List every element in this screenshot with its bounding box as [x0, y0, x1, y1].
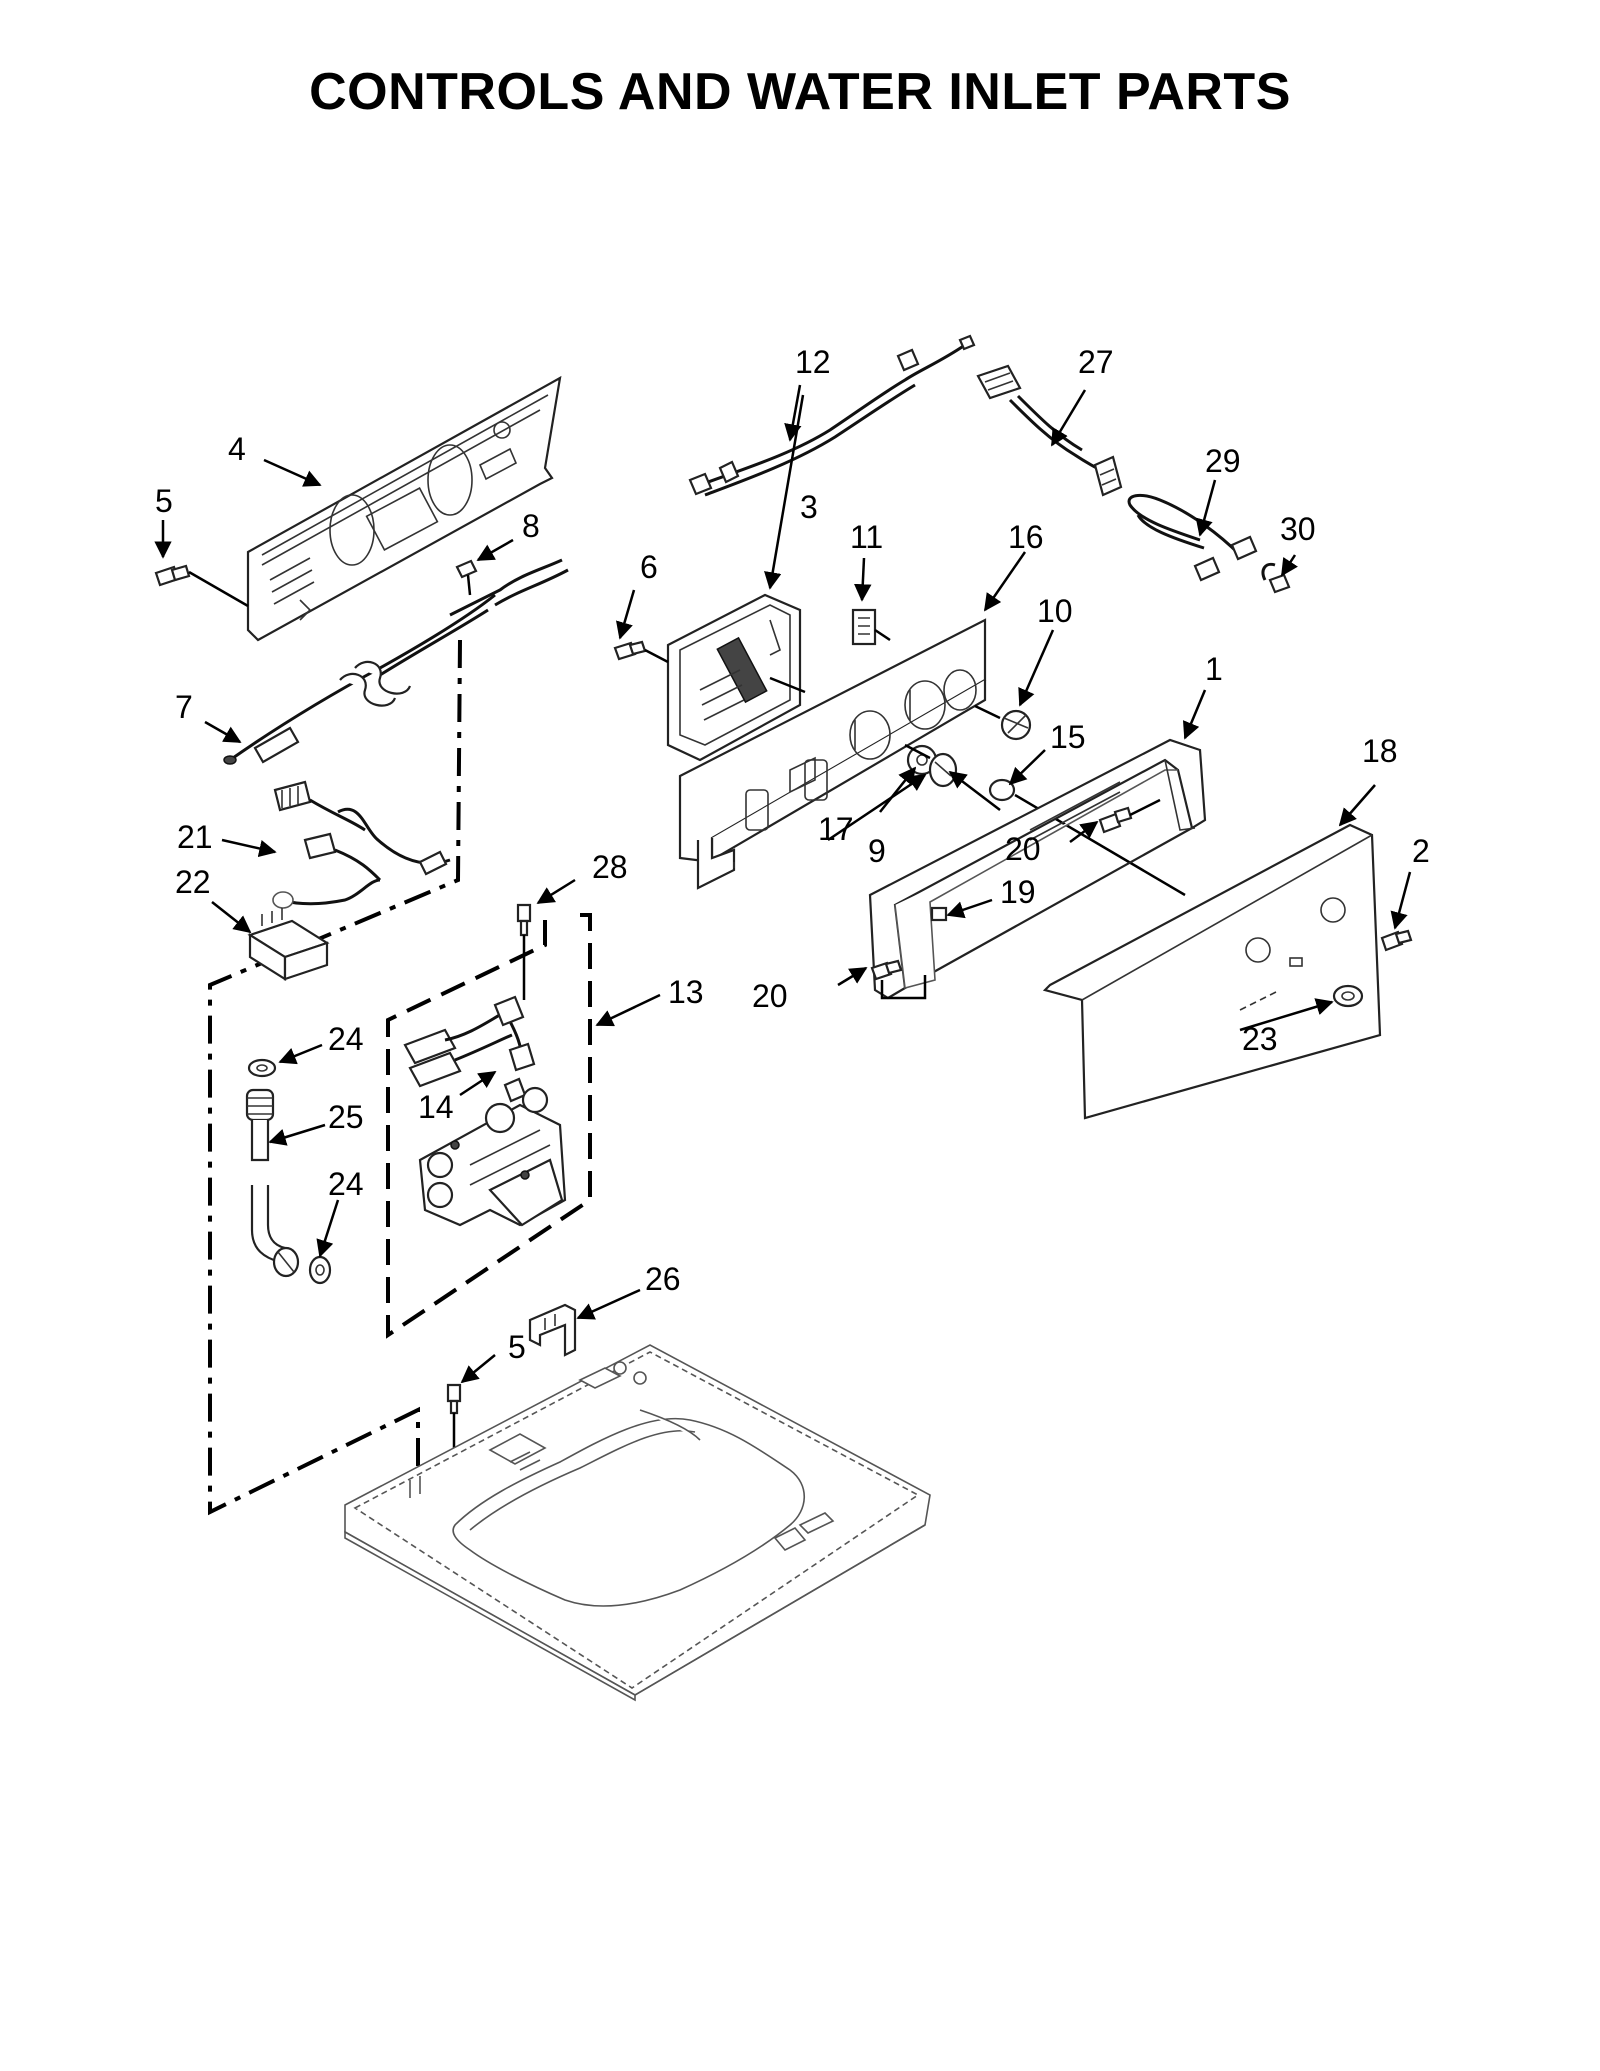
part-16-console	[678, 618, 987, 890]
part-24-washer-bottom	[308, 1255, 332, 1285]
callout-20-upper: 20	[1005, 831, 1041, 867]
callout-4: 4	[228, 431, 246, 467]
harness-route-line	[208, 639, 462, 1516]
callout-2: 2	[1412, 833, 1430, 869]
part-24-washer-top	[247, 1058, 277, 1078]
part-27-harness	[976, 364, 1123, 497]
callout-26: 26	[645, 1261, 681, 1297]
callout-3: 3	[800, 489, 818, 525]
part-30-connector	[1261, 562, 1291, 594]
callout-18: 18	[1362, 733, 1398, 769]
screw-5-top	[154, 564, 249, 608]
callout-21: 21	[177, 819, 213, 855]
part-11-switch	[851, 608, 891, 646]
callout-20-lower: 20	[752, 978, 788, 1014]
part-22-relay	[247, 908, 330, 981]
part-23-indicator-lens	[1332, 984, 1364, 1008]
part-28-screw	[516, 903, 532, 1000]
callout-29: 29	[1205, 443, 1241, 479]
callout-19: 19	[1000, 874, 1036, 910]
part-7-8-wire-harness	[223, 558, 569, 909]
water-inlet-valve	[418, 1086, 567, 1227]
part-13-valve-group-outline	[386, 913, 592, 1339]
callout-27: 27	[1078, 344, 1114, 380]
callout-9: 9	[868, 833, 886, 869]
part-26-bracket	[528, 1303, 577, 1357]
part-4-console-back-panel	[246, 375, 562, 642]
callout-14: 14	[418, 1089, 454, 1125]
callout-15: 15	[1050, 719, 1086, 755]
callout-5-top: 5	[155, 483, 173, 519]
part-29-harness	[1127, 493, 1258, 582]
callout-7: 7	[175, 689, 193, 725]
callout-1: 1	[1205, 651, 1223, 687]
part-12-harness	[688, 334, 976, 497]
part-14-valve-harness	[403, 995, 536, 1103]
callout-13: 13	[668, 974, 704, 1010]
callout-24-top: 24	[328, 1021, 364, 1057]
part-18-front-panel	[1042, 823, 1413, 1120]
callout-5-bottom: 5	[508, 1329, 526, 1365]
callout-11: 11	[850, 519, 883, 555]
callout-12: 12	[795, 344, 831, 380]
callout-8: 8	[522, 508, 540, 544]
callout-24-bottom: 24	[328, 1166, 364, 1202]
callout-10: 10	[1037, 593, 1073, 629]
callout-16: 16	[1008, 519, 1044, 555]
callout-23: 23	[1242, 1021, 1278, 1057]
part-1-console-frame	[868, 738, 1207, 1000]
callout-30: 30	[1280, 511, 1316, 547]
callout-28: 28	[592, 849, 628, 885]
part-10-knob	[974, 704, 1032, 741]
callout-6: 6	[640, 549, 658, 585]
top-cover-base	[344, 1344, 931, 1702]
callout-22: 22	[175, 864, 211, 900]
callout-25: 25	[328, 1099, 364, 1135]
callout-17: 17	[818, 811, 854, 847]
page-title: CONTROLS AND WATER INLET PARTS	[309, 63, 1291, 121]
part-25-inlet-hose	[245, 1088, 300, 1278]
part-3-control-board	[613, 593, 806, 762]
